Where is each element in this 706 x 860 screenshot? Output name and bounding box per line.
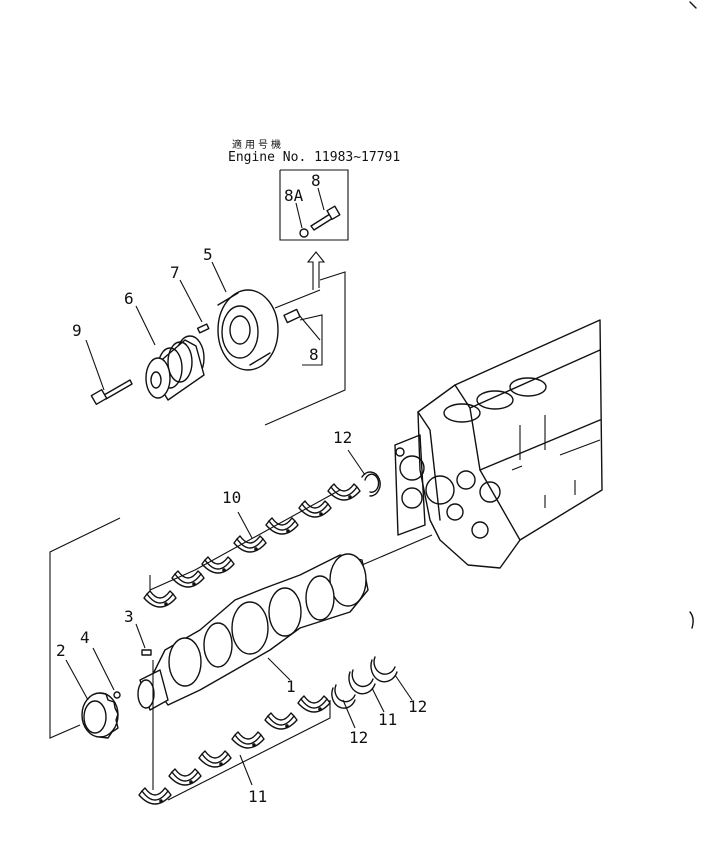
inset-bolt-8 xyxy=(310,187,341,231)
callout-10: 10 xyxy=(222,488,241,507)
lower-shell-3 xyxy=(198,750,232,768)
thrust-washer-12-right xyxy=(370,656,413,701)
bolt-9 xyxy=(85,339,133,406)
callout-4: 4 xyxy=(80,628,90,647)
lower-shell-4 xyxy=(231,731,265,749)
bracket-lines xyxy=(49,169,433,739)
upper-shell-7 xyxy=(327,483,361,501)
callout-8a-inset: 8A xyxy=(284,186,304,205)
thrust-washer-12-top xyxy=(347,449,381,497)
callout-5: 5 xyxy=(203,245,213,264)
bearing-shell-11-right xyxy=(348,669,385,713)
key-4 xyxy=(92,647,121,699)
lower-bearing-shells-11 xyxy=(138,695,331,805)
damper-5 xyxy=(211,261,323,371)
engine-block xyxy=(394,319,603,569)
upper-shell-5 xyxy=(265,517,299,535)
upper-shell-6 xyxy=(298,500,332,518)
upper-shell-1 xyxy=(143,590,177,608)
crank-gear-2 xyxy=(65,659,119,739)
callout-1: 1 xyxy=(286,677,296,696)
callout-8-main: 8 xyxy=(309,345,319,364)
upper-bearing-shells-10 xyxy=(143,483,361,608)
lower-shell-2 xyxy=(168,768,202,786)
dowel-pin-7 xyxy=(179,279,210,334)
callout-12-mid: 12 xyxy=(349,728,368,747)
lower-shell-5 xyxy=(264,712,298,730)
inset-washer-8a xyxy=(295,202,309,238)
applicability-engine-range: Engine No. 11983~17791 xyxy=(228,150,401,165)
upper-shell-4 xyxy=(233,535,267,553)
callout-3: 3 xyxy=(124,607,134,626)
pin-3 xyxy=(135,623,154,790)
callout-6: 6 xyxy=(124,289,134,308)
thrust-washer-12-mid xyxy=(331,684,356,729)
callout-12-top: 12 xyxy=(333,428,352,447)
callout-11-lower: 11 xyxy=(248,787,267,806)
callout-7: 7 xyxy=(170,263,180,282)
callout-9: 9 xyxy=(72,321,82,340)
callout-11-right: 11 xyxy=(378,710,397,729)
applicability-japanese-label: 適用号機 xyxy=(232,140,284,151)
crankshaft-1 xyxy=(137,553,369,711)
lower-shell-6 xyxy=(297,695,331,713)
callout-2: 2 xyxy=(56,641,66,660)
upper-shell-3 xyxy=(201,556,235,574)
pulley-6 xyxy=(135,305,205,401)
lower-shell-1 xyxy=(138,787,172,805)
callout-12-right: 12 xyxy=(408,697,427,716)
callout-8-inset: 8 xyxy=(311,171,321,190)
